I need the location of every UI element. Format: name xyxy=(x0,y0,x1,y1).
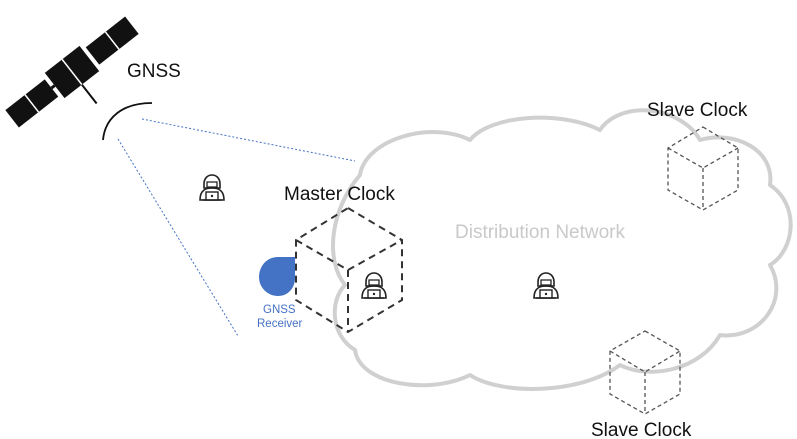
gnss-label: GNSS xyxy=(127,61,181,82)
gnss-receiver-label-line1: GNSS xyxy=(263,304,296,316)
hacker-icon xyxy=(361,272,387,299)
hacker-icon xyxy=(533,272,559,299)
master-clock-label: Master Clock xyxy=(284,184,395,205)
gnss-signal-line-lower xyxy=(117,138,239,337)
distribution-network-cloud xyxy=(331,108,793,391)
slave-clock-top-icon xyxy=(667,126,739,211)
gnss-receiver-label-line2: Receiver xyxy=(257,318,303,330)
slave-clock-bottom-icon xyxy=(609,330,681,415)
slave-clock-top-label: Slave Clock xyxy=(647,100,748,121)
satellite-icon xyxy=(5,16,153,141)
hacker-icon xyxy=(199,174,225,201)
distribution-network-label: Distribution Network xyxy=(455,222,625,243)
slave-clock-bottom-label: Slave Clock xyxy=(591,420,692,439)
gnss-receiver-icon xyxy=(259,257,295,296)
gnss-signal-line-upper xyxy=(141,118,356,162)
master-clock-icon xyxy=(295,206,403,334)
